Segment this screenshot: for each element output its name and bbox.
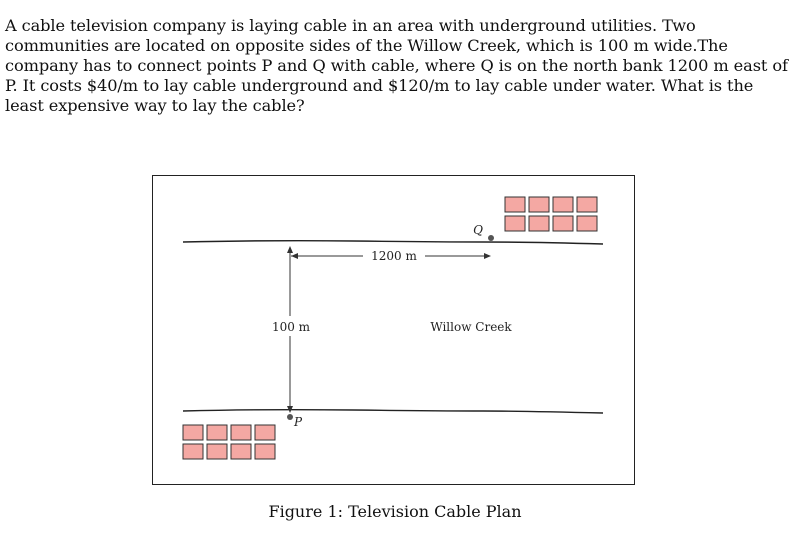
problem-line: P. It costs $40/m to lay cable undergrou… <box>5 76 754 95</box>
distance-arrow <box>291 253 491 259</box>
north-bank-line <box>182 239 604 245</box>
distance-label: 1200 m <box>371 249 417 263</box>
point-p-marker <box>287 414 293 420</box>
creek-label: Willow Creek <box>430 320 512 334</box>
problem-statement: A cable television company is laying cab… <box>5 16 800 116</box>
cable-plan-figure: 1200 m 100 m Willow Creek Q P <box>152 175 635 485</box>
south-bank-line <box>182 408 604 414</box>
problem-line: communities are located on opposite side… <box>5 36 728 55</box>
north-community-houses <box>504 196 598 232</box>
cable-plan-diagram: 1200 m 100 m Willow Creek Q P <box>182 196 604 460</box>
south-community-houses <box>182 424 276 460</box>
problem-line: A cable television company is laying cab… <box>5 16 696 35</box>
width-label: 100 m <box>272 320 311 334</box>
figure-caption: Figure 1: Television Cable Plan <box>268 502 522 521</box>
width-arrow <box>287 246 293 413</box>
problem-line: company has to connect points P and Q wi… <box>5 56 788 75</box>
point-p-label: P <box>293 415 303 429</box>
problem-line: least expensive way to lay the cable? <box>5 96 305 115</box>
point-q-marker <box>488 235 494 241</box>
point-q-label: Q <box>473 223 483 237</box>
